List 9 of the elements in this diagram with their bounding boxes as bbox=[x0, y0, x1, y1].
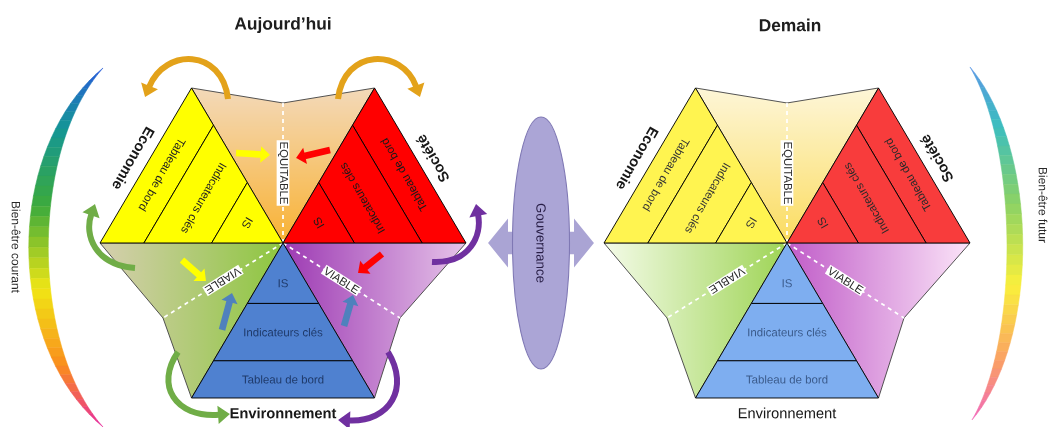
node-label: Bien-être futur bbox=[1038, 167, 1048, 243]
pyramid-layer: Indicateurs clés bbox=[717, 302, 857, 362]
panel-title: Aujourd’hui bbox=[234, 16, 331, 34]
pyramid-layer: IS bbox=[246, 242, 320, 304]
rainbow-arc: Bien-être futur bbox=[969, 66, 1048, 421]
panel-title: Demain bbox=[759, 18, 821, 32]
node-label: Bien-être courant bbox=[11, 201, 21, 293]
pyramid-layer: Indicateurs clés bbox=[213, 302, 353, 362]
pyramid-layer: IS bbox=[750, 242, 824, 304]
